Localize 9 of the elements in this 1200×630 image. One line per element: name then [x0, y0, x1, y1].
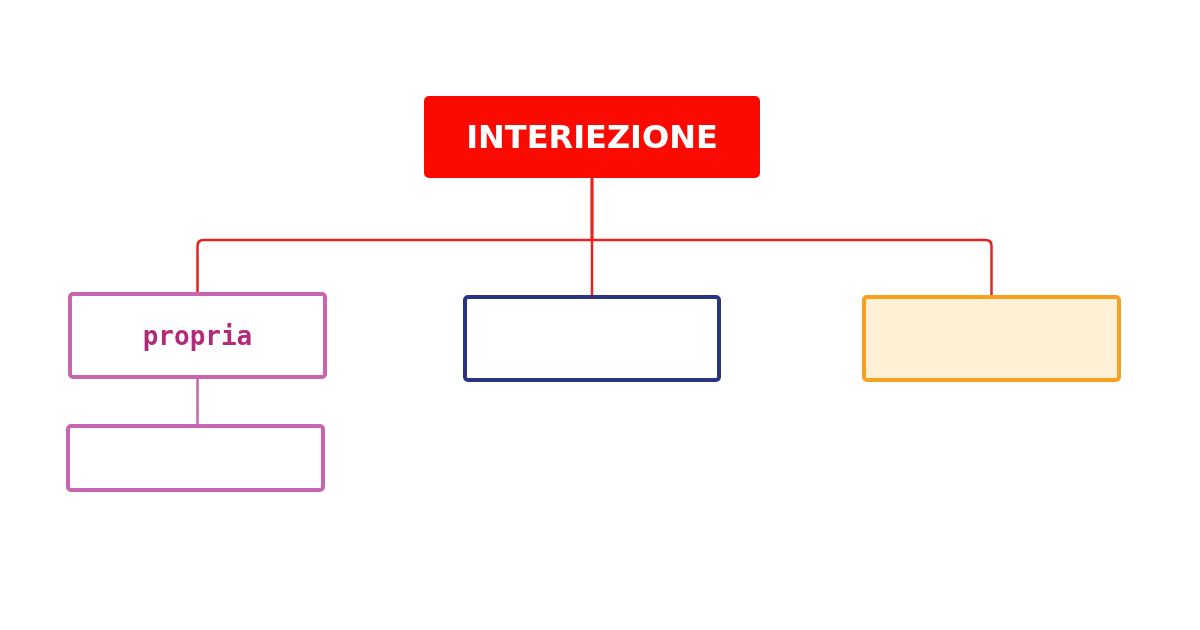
empty-box [862, 295, 1121, 382]
title-box [424, 96, 760, 178]
connector-line [196, 379, 199, 424]
empty-box [66, 424, 325, 492]
title-text: INTERIEZIONE [466, 118, 718, 156]
node-label: propria [142, 320, 253, 351]
connector-line [590, 178, 993, 295]
category-box [68, 292, 327, 379]
empty-box [463, 295, 721, 382]
